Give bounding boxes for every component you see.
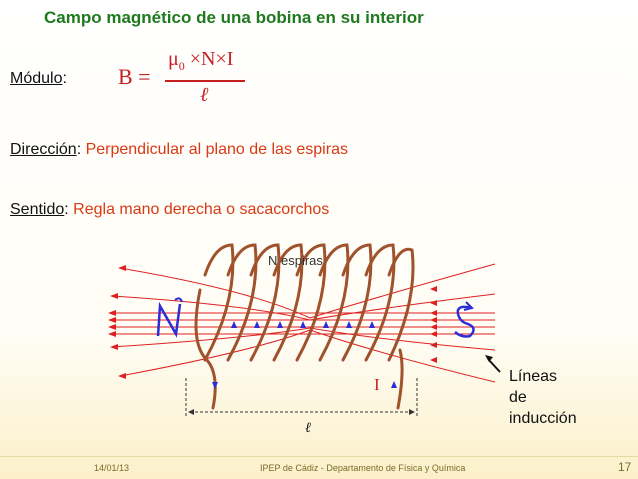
sentido-row: Sentido: Regla mano derecha o sacacorcho… [10, 201, 329, 219]
direccion-row: Dirección: Perpendicular al plano de las… [10, 141, 348, 159]
formula-numerator: μ0 ×N×I [168, 48, 233, 74]
coil-turn [318, 243, 350, 362]
length-dimension [185, 378, 418, 418]
coil-turn [272, 243, 304, 362]
coil-turn [226, 243, 258, 362]
formula-denominator: ℓ [200, 84, 209, 106]
lineas-line-3: inducción [509, 410, 577, 427]
coil-turn [387, 247, 415, 362]
slide-title: Campo magnético de una bobina en su inte… [44, 8, 424, 27]
south-pole-glyph [454, 301, 475, 338]
current-arrows [212, 321, 397, 389]
coil-turn [295, 243, 327, 362]
field-line [111, 327, 496, 351]
sentido-value: Regla mano derecha o sacacorchos [73, 201, 330, 218]
direccion-sep: : [76, 141, 86, 158]
direccion-label: Dirección [10, 141, 77, 158]
footer-rule [0, 456, 638, 457]
lineas-label: Líneas de inducción [509, 366, 619, 429]
field-line [119, 263, 496, 319]
modulo-label: Módulo [10, 70, 63, 87]
north-pole-glyph [156, 297, 183, 338]
lineas-line-1: Líneas [509, 368, 558, 385]
page-number: 17 [618, 460, 632, 474]
formula-lhs: B = [118, 64, 151, 89]
direccion-value: Perpendicular al plano de las espiras [85, 141, 348, 158]
coil-lead-right [396, 348, 404, 410]
footer-date: 14/01/13 [94, 463, 130, 473]
length-label: ℓ [305, 421, 311, 436]
coil-turn [364, 243, 396, 362]
fraction-bar [165, 80, 245, 82]
espiras-label: N espiras [268, 253, 323, 268]
field-arrows-right [430, 286, 437, 363]
modulo-sep: : [62, 70, 67, 87]
sentido-label: Sentido [10, 201, 65, 218]
current-label: I [374, 375, 380, 394]
field-arrows-left [108, 265, 126, 379]
field-line [111, 293, 496, 321]
coil-turn [203, 243, 235, 362]
coil-turn [341, 243, 373, 362]
coil [194, 243, 415, 410]
lineas-pointer [485, 355, 501, 373]
formula-rest: ×N×I [184, 48, 234, 70]
coil-turn [249, 243, 281, 362]
formula-mu-sub: 0 [178, 59, 185, 73]
formula-mu: μ [168, 48, 179, 70]
sentido-sep: : [64, 201, 74, 218]
footer-institution: IPEP de Cádiz - Departamento de Física y… [260, 463, 466, 473]
modulo-row: Módulo: [10, 70, 67, 88]
lineas-line-2: de [509, 389, 527, 406]
